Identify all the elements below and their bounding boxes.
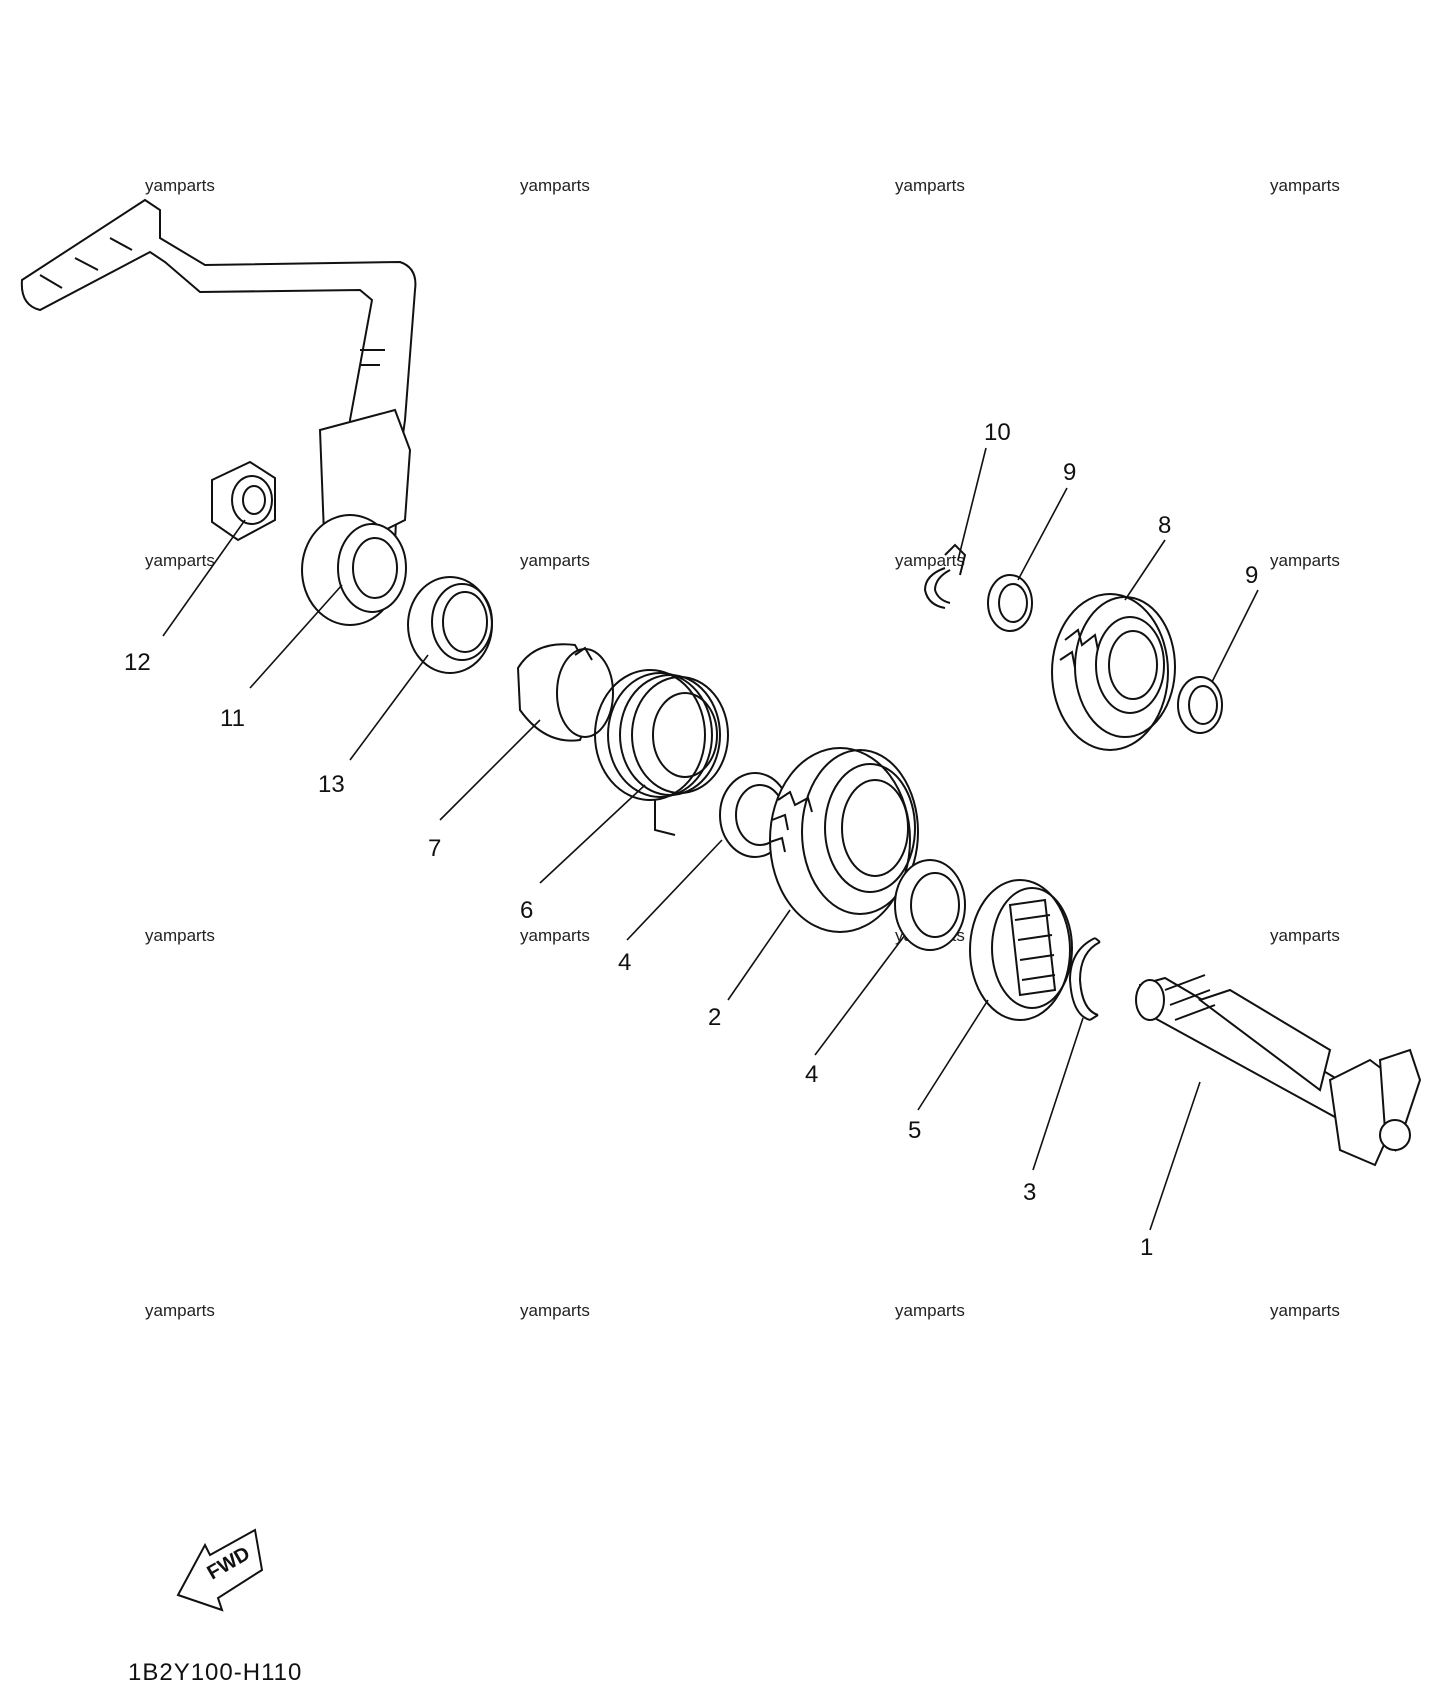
kick-crank-lever bbox=[20, 198, 417, 626]
fwd-arrow-icon: FWD bbox=[176, 1528, 264, 1612]
callout-10: 10 bbox=[984, 419, 1011, 446]
watermark: yamparts bbox=[1270, 176, 1340, 195]
callout-9: 9 bbox=[1063, 459, 1076, 486]
watermark: yamparts bbox=[1270, 1301, 1340, 1320]
watermark: yamparts bbox=[895, 551, 965, 570]
kick-idle-gear bbox=[1051, 593, 1176, 751]
watermark: yamparts bbox=[145, 551, 215, 570]
callout-3: 3 bbox=[1023, 1179, 1036, 1206]
watermark: yamparts bbox=[145, 1301, 215, 1320]
nut bbox=[211, 460, 276, 542]
watermark: yamparts bbox=[145, 926, 215, 945]
watermark: yamparts bbox=[1270, 926, 1340, 945]
callout-4: 4 bbox=[805, 1061, 818, 1088]
watermark: yamparts bbox=[520, 551, 590, 570]
callout-6: 6 bbox=[520, 897, 533, 924]
callout-2: 2 bbox=[708, 1004, 721, 1031]
leader-lines bbox=[162, 447, 1259, 1231]
watermark: yamparts bbox=[520, 176, 590, 195]
spring-guide bbox=[516, 643, 614, 742]
diagram-code: 1B2Y100-H110 bbox=[128, 1659, 302, 1686]
watermark: yamparts bbox=[895, 1301, 965, 1320]
circlip bbox=[1068, 937, 1101, 1021]
torsion-spring bbox=[594, 669, 729, 836]
washer bbox=[894, 859, 966, 951]
callout-5: 5 bbox=[908, 1117, 921, 1144]
watermark: yamparts bbox=[895, 176, 965, 195]
watermark: yamparts bbox=[1270, 551, 1340, 570]
watermark-grid: yamparts yamparts yamparts yamparts yamp… bbox=[145, 176, 1340, 1320]
watermark: yamparts bbox=[145, 176, 215, 195]
kick-axle bbox=[1135, 974, 1422, 1167]
washer bbox=[987, 574, 1033, 632]
callout-4: 4 bbox=[618, 949, 631, 976]
watermark: yamparts bbox=[520, 926, 590, 945]
kick-gear bbox=[769, 747, 919, 933]
ratchet-wheel bbox=[969, 879, 1073, 1021]
callout-11: 11 bbox=[220, 705, 245, 732]
callout-13: 13 bbox=[318, 771, 345, 798]
callout-8: 8 bbox=[1158, 512, 1171, 539]
watermark: yamparts bbox=[520, 1301, 590, 1320]
callout-12: 12 bbox=[124, 649, 151, 676]
callout-9: 9 bbox=[1245, 562, 1258, 589]
callout-1: 1 bbox=[1140, 1234, 1153, 1261]
callout-labels: 1 2 3 4 4 5 6 7 8 9 9 10 11 12 13 bbox=[124, 419, 1258, 1261]
oil-seal bbox=[407, 576, 493, 674]
callout-7: 7 bbox=[428, 835, 441, 862]
washer bbox=[1177, 676, 1223, 734]
